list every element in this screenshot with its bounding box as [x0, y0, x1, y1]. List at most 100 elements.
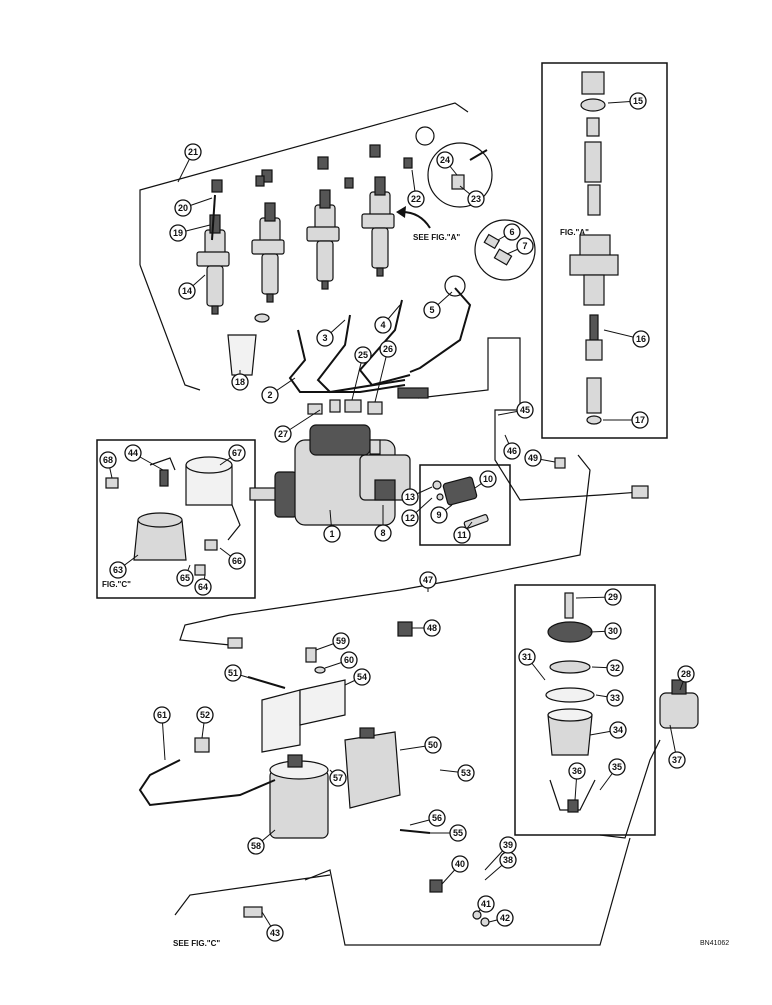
callout-32: 32 — [606, 659, 624, 677]
callout-balloon — [124, 444, 142, 462]
callout-balloon — [194, 578, 212, 596]
callout-balloon — [228, 444, 246, 462]
lower-line — [304, 837, 631, 946]
callout-number: 31 — [522, 652, 532, 662]
fitting-43 — [243, 906, 263, 918]
callout-56: 56 — [428, 809, 446, 827]
callout-41: 41 — [477, 895, 495, 913]
callout-19: 19 — [169, 224, 187, 242]
fig-a-exploded-injector — [569, 71, 619, 425]
callout-31: 31 — [518, 648, 536, 666]
callout-66: 66 — [228, 552, 246, 570]
callout-number: 10 — [483, 474, 493, 484]
callout-balloon — [99, 451, 117, 469]
callout-balloon — [174, 199, 192, 217]
washer-41 — [472, 910, 482, 920]
callout-number: 33 — [610, 693, 620, 703]
fig-c-label: FIG."C" — [102, 580, 131, 589]
callout-21: 21 — [184, 143, 202, 161]
callout-number: 7 — [522, 241, 527, 251]
callout-46: 46 — [503, 442, 521, 460]
callout-number: 15 — [633, 96, 643, 106]
callout-22: 22 — [407, 190, 425, 208]
fig-a-ref-circle-2 — [415, 126, 435, 146]
fitting-6 — [483, 233, 501, 250]
callout-number: 9 — [436, 510, 441, 520]
callout-balloon — [629, 92, 647, 110]
callout-number: 64 — [198, 582, 208, 592]
line-to-filter — [599, 739, 661, 839]
callout-balloon — [401, 488, 419, 506]
injector-stud — [211, 194, 216, 241]
callout-balloon — [467, 190, 485, 208]
callout-balloon — [516, 401, 534, 419]
filter-bracket — [261, 679, 346, 753]
callout-17: 17 — [631, 411, 649, 429]
callout-balloon — [516, 237, 534, 255]
callout-number: 26 — [383, 344, 393, 354]
callout-27: 27 — [274, 425, 292, 443]
callout-33: 33 — [606, 689, 624, 707]
line-47-fitting — [227, 637, 243, 649]
callout-number: 22 — [411, 194, 421, 204]
callout-number: 28 — [681, 669, 691, 679]
callout-67: 67 — [228, 444, 246, 462]
callout-balloon — [606, 659, 624, 677]
fig-a-inset-box — [541, 62, 668, 439]
callout-8: 8 — [374, 524, 392, 542]
callout-balloon — [423, 301, 441, 319]
callout-43: 43 — [266, 924, 284, 942]
callout-45: 45 — [516, 401, 534, 419]
callout-number: 46 — [507, 446, 517, 456]
callout-48: 48 — [423, 619, 441, 637]
callout-balloon — [608, 758, 626, 776]
callout-10: 10 — [479, 470, 497, 488]
connector-49 — [554, 457, 566, 469]
callout-number: 5 — [429, 305, 434, 315]
callout-number: 65 — [180, 573, 190, 583]
callout-number: 41 — [481, 899, 491, 909]
hose-61 — [138, 759, 276, 807]
callout-balloon — [340, 651, 358, 669]
callout-balloon — [332, 632, 350, 650]
callout-number: 68 — [103, 455, 113, 465]
callout-number: 11 — [457, 530, 467, 540]
fitting-52 — [194, 737, 210, 753]
callout-balloon — [631, 411, 649, 429]
callout-number: 16 — [636, 334, 646, 344]
callout-number: 32 — [610, 663, 620, 673]
callout-44: 44 — [124, 444, 142, 462]
callout-5: 5 — [423, 301, 441, 319]
callout-number: 60 — [344, 655, 354, 665]
callout-number: 2 — [267, 390, 272, 400]
clip-40 — [429, 879, 443, 893]
callout-balloon — [109, 561, 127, 579]
callout-number: 49 — [528, 453, 538, 463]
injection-pump — [249, 424, 411, 526]
callout-number: 23 — [471, 194, 481, 204]
callout-balloon — [449, 824, 467, 842]
callout-number: 25 — [358, 350, 368, 360]
callout-balloon — [423, 619, 441, 637]
callout-number: 66 — [232, 556, 242, 566]
sediment-bowl-assembly-28 — [659, 679, 699, 729]
callout-35: 35 — [608, 758, 626, 776]
callout-number: 24 — [440, 155, 450, 165]
injector-washer — [254, 313, 270, 323]
callout-balloon — [178, 282, 196, 300]
callout-balloon — [606, 689, 624, 707]
pump-small-parts — [432, 476, 489, 529]
see-fig-c-label: SEE FIG."C" — [173, 939, 220, 948]
callout-balloon — [604, 622, 622, 640]
callout-number: 52 — [200, 710, 210, 720]
callout-number: 13 — [405, 492, 415, 502]
callout-balloon — [436, 151, 454, 169]
callout-60: 60 — [340, 651, 358, 669]
callout-number: 30 — [608, 626, 618, 636]
callout-number: 61 — [157, 710, 167, 720]
see-fig-a-label: SEE FIG."A" — [413, 233, 460, 242]
callout-1: 1 — [323, 525, 341, 543]
detail-circle-6-7 — [474, 219, 536, 281]
callout-number: 34 — [613, 725, 623, 735]
callout-balloon — [407, 190, 425, 208]
